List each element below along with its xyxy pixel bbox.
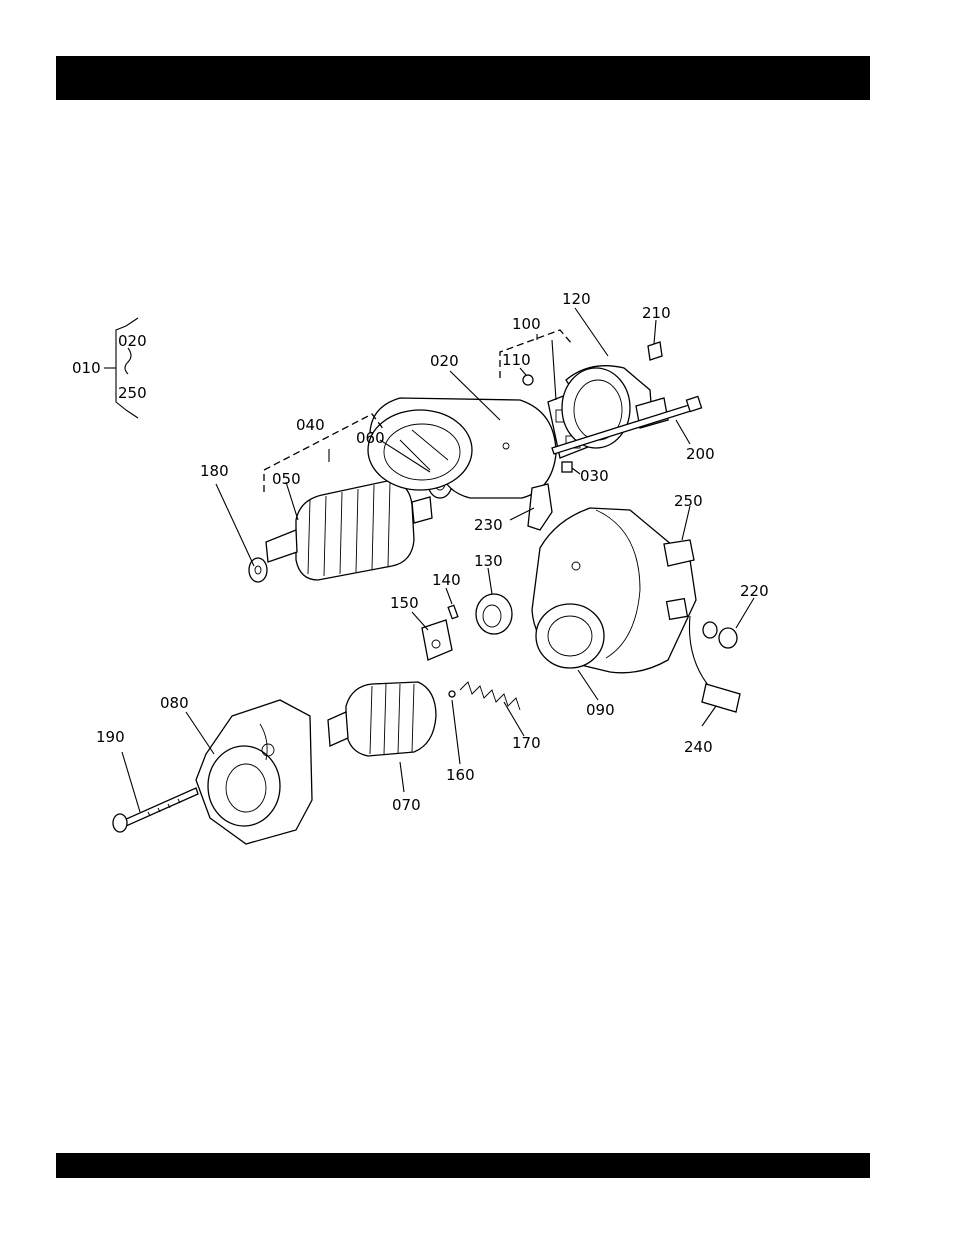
label-020: 020 xyxy=(430,352,459,370)
label-160: 160 xyxy=(446,766,475,784)
label-040: 040 xyxy=(296,416,325,434)
label-130: 130 xyxy=(474,552,503,570)
lever-230 xyxy=(528,484,552,530)
bolt-190 xyxy=(113,788,198,832)
nut-030 xyxy=(562,462,572,472)
yoke-020 xyxy=(368,398,556,498)
label-180: 180 xyxy=(200,462,229,480)
label-190: 190 xyxy=(96,728,125,746)
front-bracket-080 xyxy=(196,700,312,844)
footer-bar xyxy=(56,1153,870,1178)
housing-090 xyxy=(532,508,696,673)
part-group-bracket: 010 020 250 xyxy=(72,318,147,418)
label-230: 230 xyxy=(474,516,503,534)
label-110: 110 xyxy=(502,351,531,369)
lead-wire-240 xyxy=(702,684,740,712)
spring-170 xyxy=(460,682,520,710)
label-210: 210 xyxy=(642,304,671,322)
label-170: 170 xyxy=(512,734,541,752)
pin-140 xyxy=(448,605,458,618)
label-120: 120 xyxy=(562,290,591,308)
label-060: 060 xyxy=(356,429,385,447)
nut-220 xyxy=(719,628,737,648)
overrunning-clutch-070 xyxy=(328,682,436,756)
label-140: 140 xyxy=(432,571,461,589)
label-050: 050 xyxy=(272,470,301,488)
screw-210 xyxy=(648,342,662,360)
label-070: 070 xyxy=(392,796,421,814)
label-200: 200 xyxy=(686,445,715,463)
idle-gear-130 xyxy=(476,594,512,634)
label-030: 030 xyxy=(580,467,609,485)
label-100: 100 xyxy=(512,315,541,333)
label-250-range: 250 xyxy=(118,384,147,402)
label-090: 090 xyxy=(586,701,615,719)
ball-160 xyxy=(449,691,455,697)
label-220: 220 xyxy=(740,582,769,600)
label-020-range: 020 xyxy=(118,332,147,350)
label-080: 080 xyxy=(160,694,189,712)
label-150: 150 xyxy=(390,594,419,612)
label-250: 250 xyxy=(674,492,703,510)
label-240: 240 xyxy=(684,738,713,756)
armature xyxy=(249,480,432,582)
label-010: 010 xyxy=(72,359,101,377)
retainer-150 xyxy=(422,620,452,660)
screw-110 xyxy=(523,375,533,385)
